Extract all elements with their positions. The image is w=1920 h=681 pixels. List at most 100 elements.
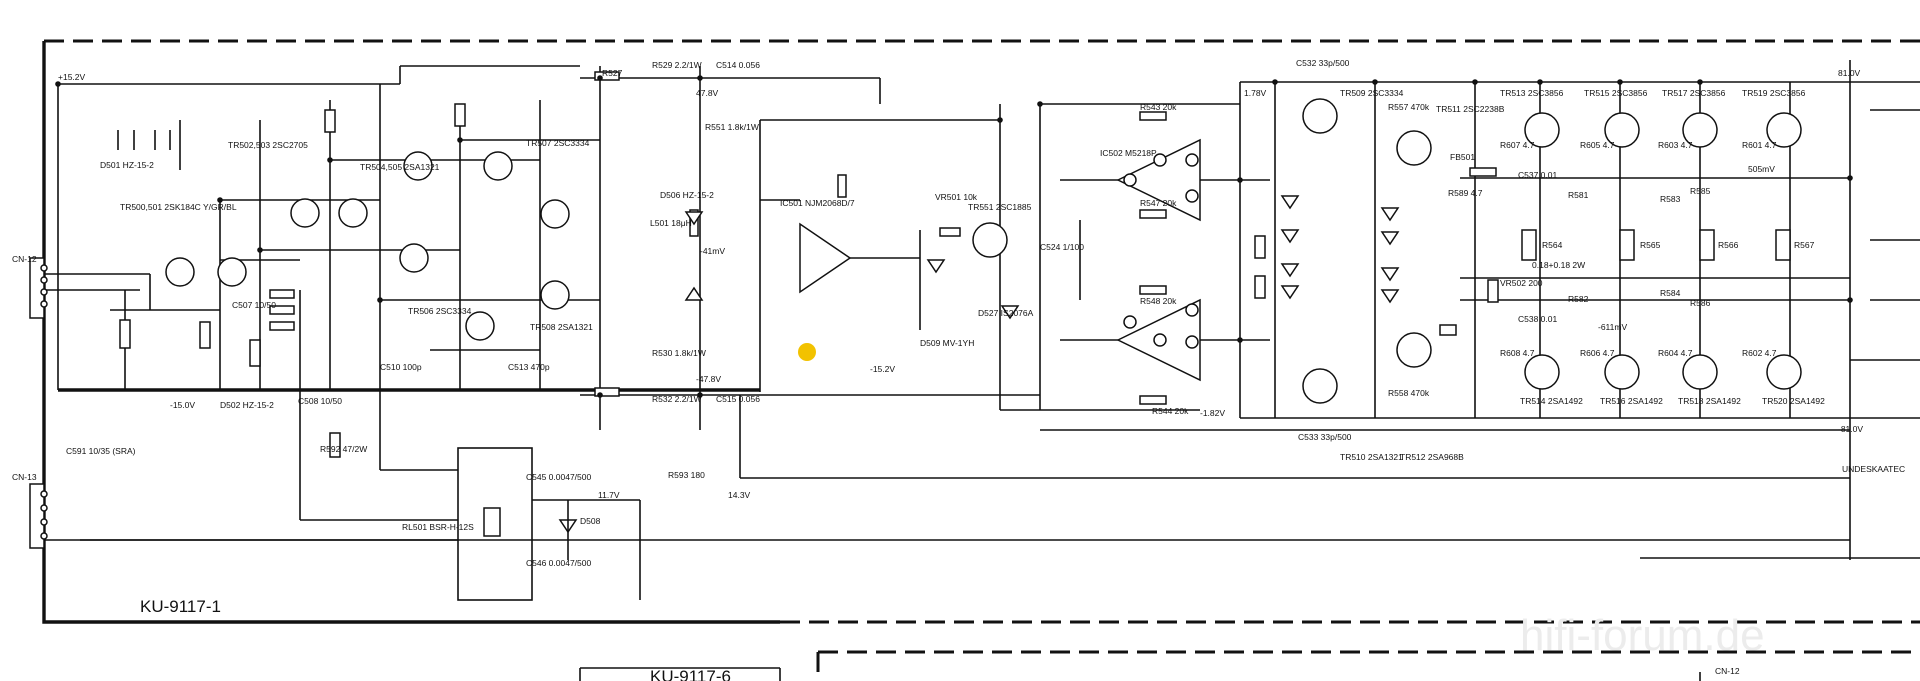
label-tr516: TR516 2SA1492	[1600, 396, 1663, 406]
label-r529: R529 2.2/1W	[652, 60, 702, 70]
label-r532: R532 2.2/1W	[652, 394, 702, 404]
label-v-neg-15-2: -15.2V	[870, 364, 895, 374]
transistor-tr502	[290, 198, 320, 228]
power-rails	[57, 60, 1920, 560]
label-c513: C513 470p	[508, 362, 550, 372]
label-tr502-503: TR502,503 2SC2705	[228, 140, 308, 150]
label-r601: R601 4.7	[1742, 140, 1777, 150]
label-v-1-78: 1.78V	[1244, 88, 1267, 98]
label-r608: R608 4.7	[1500, 348, 1535, 358]
transistor-tr503	[338, 198, 368, 228]
transistor-tr514	[1524, 354, 1560, 390]
label-c533: C533 33p/500	[1298, 432, 1352, 442]
label-r606: R606 4.7	[1580, 348, 1615, 358]
diode-d527	[1000, 305, 1020, 320]
connector-cn13-graphic	[29, 483, 48, 549]
label-tr508: TR508 2SA1321	[530, 322, 593, 332]
label-d527: D527 IS2076A	[978, 308, 1034, 318]
label-c591: C591 10/35 (SRA)	[66, 446, 136, 456]
label-v-neg-1-82: -1.82V	[1200, 408, 1225, 418]
label-r583: R583	[1660, 194, 1681, 204]
label-c545: C545 0.0047/500	[526, 472, 591, 482]
label-tr509: TR509 2SC3334	[1340, 88, 1404, 98]
label-tr507: TR507 2SC3334	[526, 138, 590, 148]
transistor-tr509	[1302, 98, 1338, 134]
label-ic501: IC501 NJM2068D/7	[780, 198, 855, 208]
transistor-tr519	[1766, 112, 1802, 148]
label-tr504-505: TR504,505 2SA1321	[360, 162, 440, 172]
label-tr514: TR514 2SA1492	[1520, 396, 1583, 406]
label-tr500-501: TR500,501 2SK184C Y/GR/BL	[120, 202, 237, 212]
resistor-r551	[1254, 235, 1266, 259]
label-r607: R607 4.7	[1500, 140, 1535, 150]
label-undeskaatec: UNDESKAATEC	[1842, 464, 1905, 474]
transistor-tr520	[1766, 354, 1802, 390]
resistor-r564	[1521, 229, 1537, 261]
label-v-neg-611mv: -611mV	[1598, 322, 1627, 332]
resistor-r552	[1254, 275, 1266, 299]
board-name: KU-9117-1	[140, 597, 221, 616]
transistor-tr516	[1604, 354, 1640, 390]
label-r581: R581	[1568, 190, 1589, 200]
diode-d517	[1380, 231, 1400, 246]
relay-coil	[483, 507, 501, 537]
label-tr513: TR513 2SC3856	[1500, 88, 1564, 98]
label-c537: C537 0.01	[1518, 170, 1557, 180]
connector-cn13-label: CN-13	[12, 472, 37, 482]
label-r548: R548 20k	[1140, 296, 1177, 306]
resistor-r567	[1775, 229, 1791, 261]
opamp-ic501	[799, 222, 852, 294]
sub-board-outline	[579, 650, 1920, 681]
diode-d513	[1280, 263, 1300, 278]
label-c524: C524 1/100	[1040, 242, 1084, 252]
transistor-tr506	[465, 311, 495, 341]
resistor-r542	[939, 227, 961, 237]
ic502-section	[1060, 111, 1270, 405]
label-v-47-8: 47.8V	[696, 88, 719, 98]
label-v-41mv: -41mV	[700, 246, 725, 256]
rail-label-pos-right: 81.0V	[1838, 68, 1861, 78]
label-r544: R544 20k	[1152, 406, 1189, 416]
label-r567: R567	[1794, 240, 1815, 250]
resistor-r513	[269, 321, 295, 331]
resistor-r559	[1439, 324, 1457, 336]
label-c532: C532 33p/500	[1296, 58, 1350, 68]
label-r589: R589 4.7	[1448, 188, 1483, 198]
diode-d511	[1280, 195, 1300, 210]
highlight-marker	[798, 343, 816, 361]
resistor-r566	[1699, 229, 1715, 261]
label-d501: D501 HZ-15-2	[100, 160, 154, 170]
label-r586: R586	[1690, 298, 1711, 308]
transistor-tr518	[1682, 354, 1718, 390]
label-vr501: VR501 10k	[935, 192, 978, 202]
transistor-tr512	[1396, 332, 1432, 368]
label-d508: D508	[580, 516, 601, 526]
label-tr512: TR512 2SA968B	[1400, 452, 1464, 462]
resistor-r504	[199, 321, 211, 349]
label-r543: R543 20k	[1140, 102, 1177, 112]
label-r566: R566	[1718, 240, 1739, 250]
diode-d518	[1380, 267, 1400, 282]
label-r585: R585	[1690, 186, 1711, 196]
transistor-tr500	[165, 257, 195, 287]
label-d509: D509 MV-1YH	[920, 338, 974, 348]
resistor-r539	[837, 174, 847, 198]
sub-board-name: KU-9117-6	[650, 667, 731, 681]
transistor-tr517	[1682, 112, 1718, 148]
input-stage	[43, 71, 641, 601]
label-c510: C510 100p	[380, 362, 422, 372]
diode-d519	[1380, 289, 1400, 304]
diode-d516	[1380, 207, 1400, 222]
label-r593: R593 180	[668, 470, 705, 480]
label-r604: R604 4.7	[1658, 348, 1693, 358]
label-d506: D506 HZ-15-2	[660, 190, 714, 200]
opamp-section	[684, 174, 1020, 361]
label-v-11-7: 11.7V	[598, 490, 620, 500]
resistor-r501	[119, 319, 131, 349]
rail-label-neg: -15.0V	[170, 400, 195, 410]
relay-rl501	[457, 447, 533, 601]
rail-label-pos: +15.2V	[58, 72, 86, 82]
connector-cn12-graphic	[29, 257, 48, 319]
label-c514: C514 0.056	[716, 60, 760, 70]
label-r565: R565	[1640, 240, 1661, 250]
